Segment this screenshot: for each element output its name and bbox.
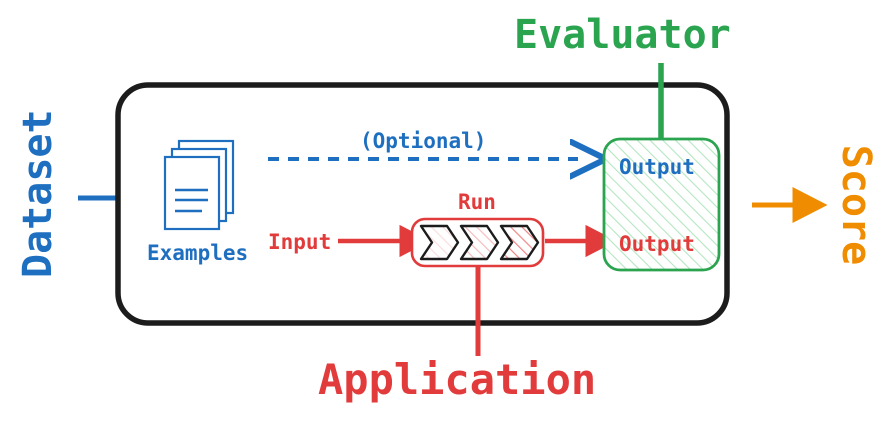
examples-icon xyxy=(163,139,235,231)
label-input: Input xyxy=(268,230,332,254)
label-run: Run xyxy=(458,190,496,214)
chevron-3 xyxy=(499,224,540,261)
label-output-actual: Output xyxy=(619,232,695,256)
label-evaluator: Evaluator xyxy=(514,12,731,58)
main-container-box xyxy=(115,82,730,326)
output-box xyxy=(602,137,721,272)
label-examples: Examples xyxy=(147,241,249,265)
label-score: Score xyxy=(833,144,879,266)
label-application: Application xyxy=(318,355,597,404)
chevron-1 xyxy=(419,224,460,261)
label-dataset: Dataset xyxy=(15,109,61,278)
label-output-reference: Output xyxy=(619,155,695,179)
label-optional: (Optional) xyxy=(360,129,487,153)
run-box xyxy=(410,217,545,268)
chevron-2 xyxy=(459,224,500,261)
